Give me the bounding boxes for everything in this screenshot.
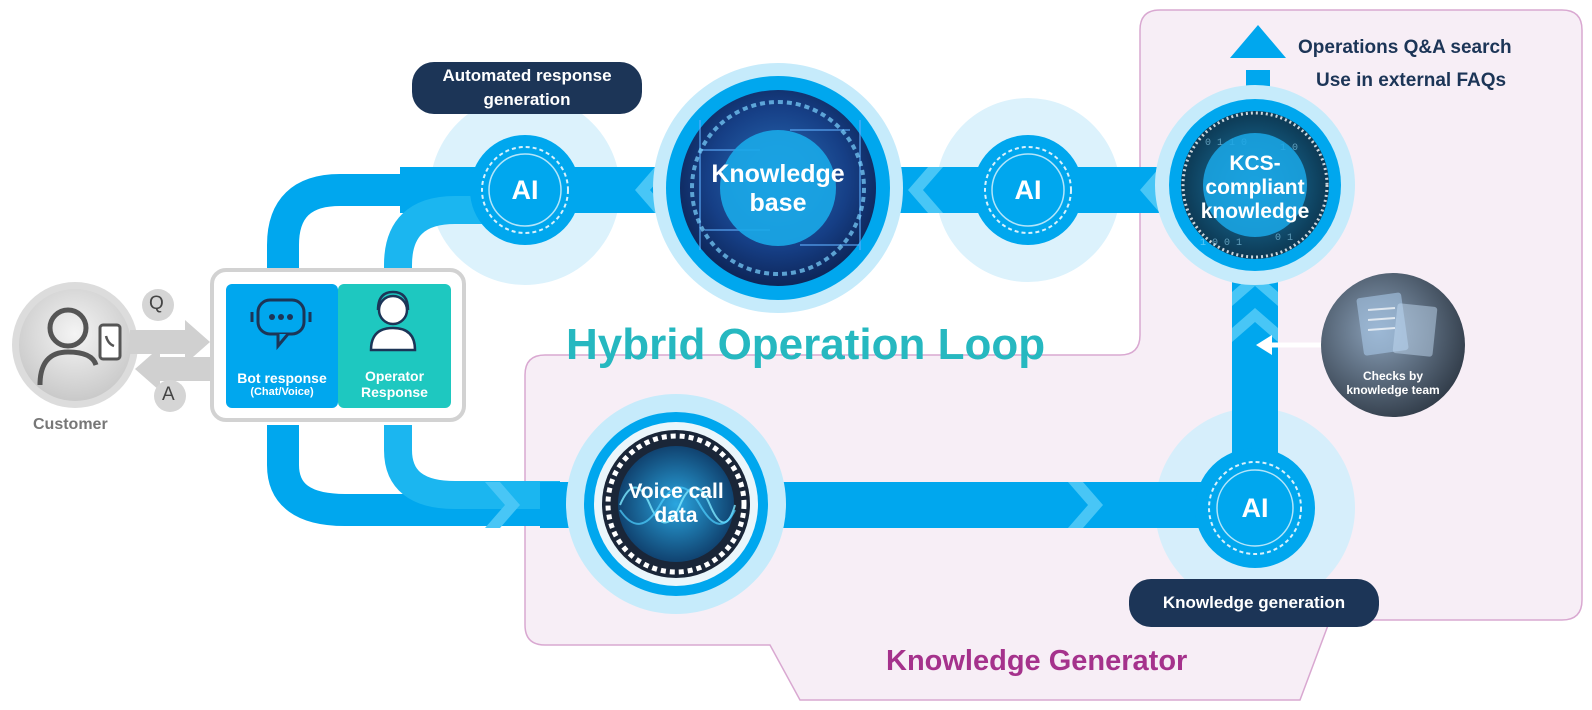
knowledge-base-label: Knowledge base xyxy=(698,155,858,223)
knowledge-base-line1: Knowledge xyxy=(711,160,845,189)
svg-text:1 0 0 1: 1 0 0 1 xyxy=(1200,238,1242,249)
ai-node-middle xyxy=(973,135,1083,245)
customer-avatar xyxy=(12,282,138,408)
knowledge-base-line2: base xyxy=(749,189,807,217)
kcs-line2: compliant xyxy=(1205,175,1305,199)
voice-call-node xyxy=(566,394,786,614)
operator-headset-icon xyxy=(369,290,417,352)
checks-photo xyxy=(1321,273,1465,417)
knowledge-generator-label: Knowledge Generator xyxy=(886,645,1188,677)
checks-label: Checks by knowledge team xyxy=(1333,368,1453,400)
checks-line1: Checks by xyxy=(1362,369,1424,384)
knowledge-base-node xyxy=(653,63,903,313)
operator-response-label: Operator Response xyxy=(338,366,451,402)
qa-arrows xyxy=(130,289,210,412)
bot-response-label: Bot response (Chat/Voice) xyxy=(226,366,338,402)
outputs-line2: Use in external FAQs xyxy=(1316,70,1507,91)
q-label: Q xyxy=(149,293,164,314)
ai-label-knowledge-generation: AI xyxy=(1241,492,1269,523)
kcs-line3: knowledge xyxy=(1200,200,1310,224)
customer-label: Customer xyxy=(33,416,108,433)
kcs-node: 0 1 1 0 1 0 1 0 0 1 0 1 xyxy=(1155,85,1355,285)
svg-text:0 1: 0 1 xyxy=(1275,233,1293,244)
knowledge-generation-pill: Knowledge generation xyxy=(1129,579,1379,627)
ai-node-knowledge-generation xyxy=(1195,448,1315,568)
a-label: A xyxy=(162,384,175,405)
voice-call-label: Voice call data xyxy=(606,476,746,532)
knowledge-generation-label: Knowledge generation xyxy=(1162,593,1346,612)
chatbot-icon xyxy=(250,298,312,351)
outputs-line1: Operations Q&A search xyxy=(1298,37,1512,58)
kcs-line1: KCS- xyxy=(1229,151,1281,175)
operator-response-line1: Operator xyxy=(364,367,425,384)
operator-response-line2: Response xyxy=(361,384,428,400)
voice-call-line2: data xyxy=(654,504,698,527)
kcs-label: KCS- compliant knowledge xyxy=(1185,145,1325,231)
output-arrow-head xyxy=(1230,25,1286,58)
ai-label-automated: AI xyxy=(511,174,539,205)
ai-node-automated xyxy=(470,135,580,245)
ai-label-middle: AI xyxy=(1014,174,1042,205)
automated-response-pill: Automated response generation xyxy=(412,62,642,114)
voice-call-line1: Voice call xyxy=(628,479,724,503)
automated-response-line2: generation xyxy=(483,90,571,109)
bot-response-title: Bot response xyxy=(237,369,327,386)
bot-response-sub: (Chat/Voice) xyxy=(250,385,314,398)
diagram-title: Hybrid Operation Loop xyxy=(566,320,1046,369)
bottom-chevrons xyxy=(485,482,1103,528)
checks-line2: knowledge team xyxy=(1346,383,1440,397)
automated-response-line1: Automated response xyxy=(442,66,612,85)
